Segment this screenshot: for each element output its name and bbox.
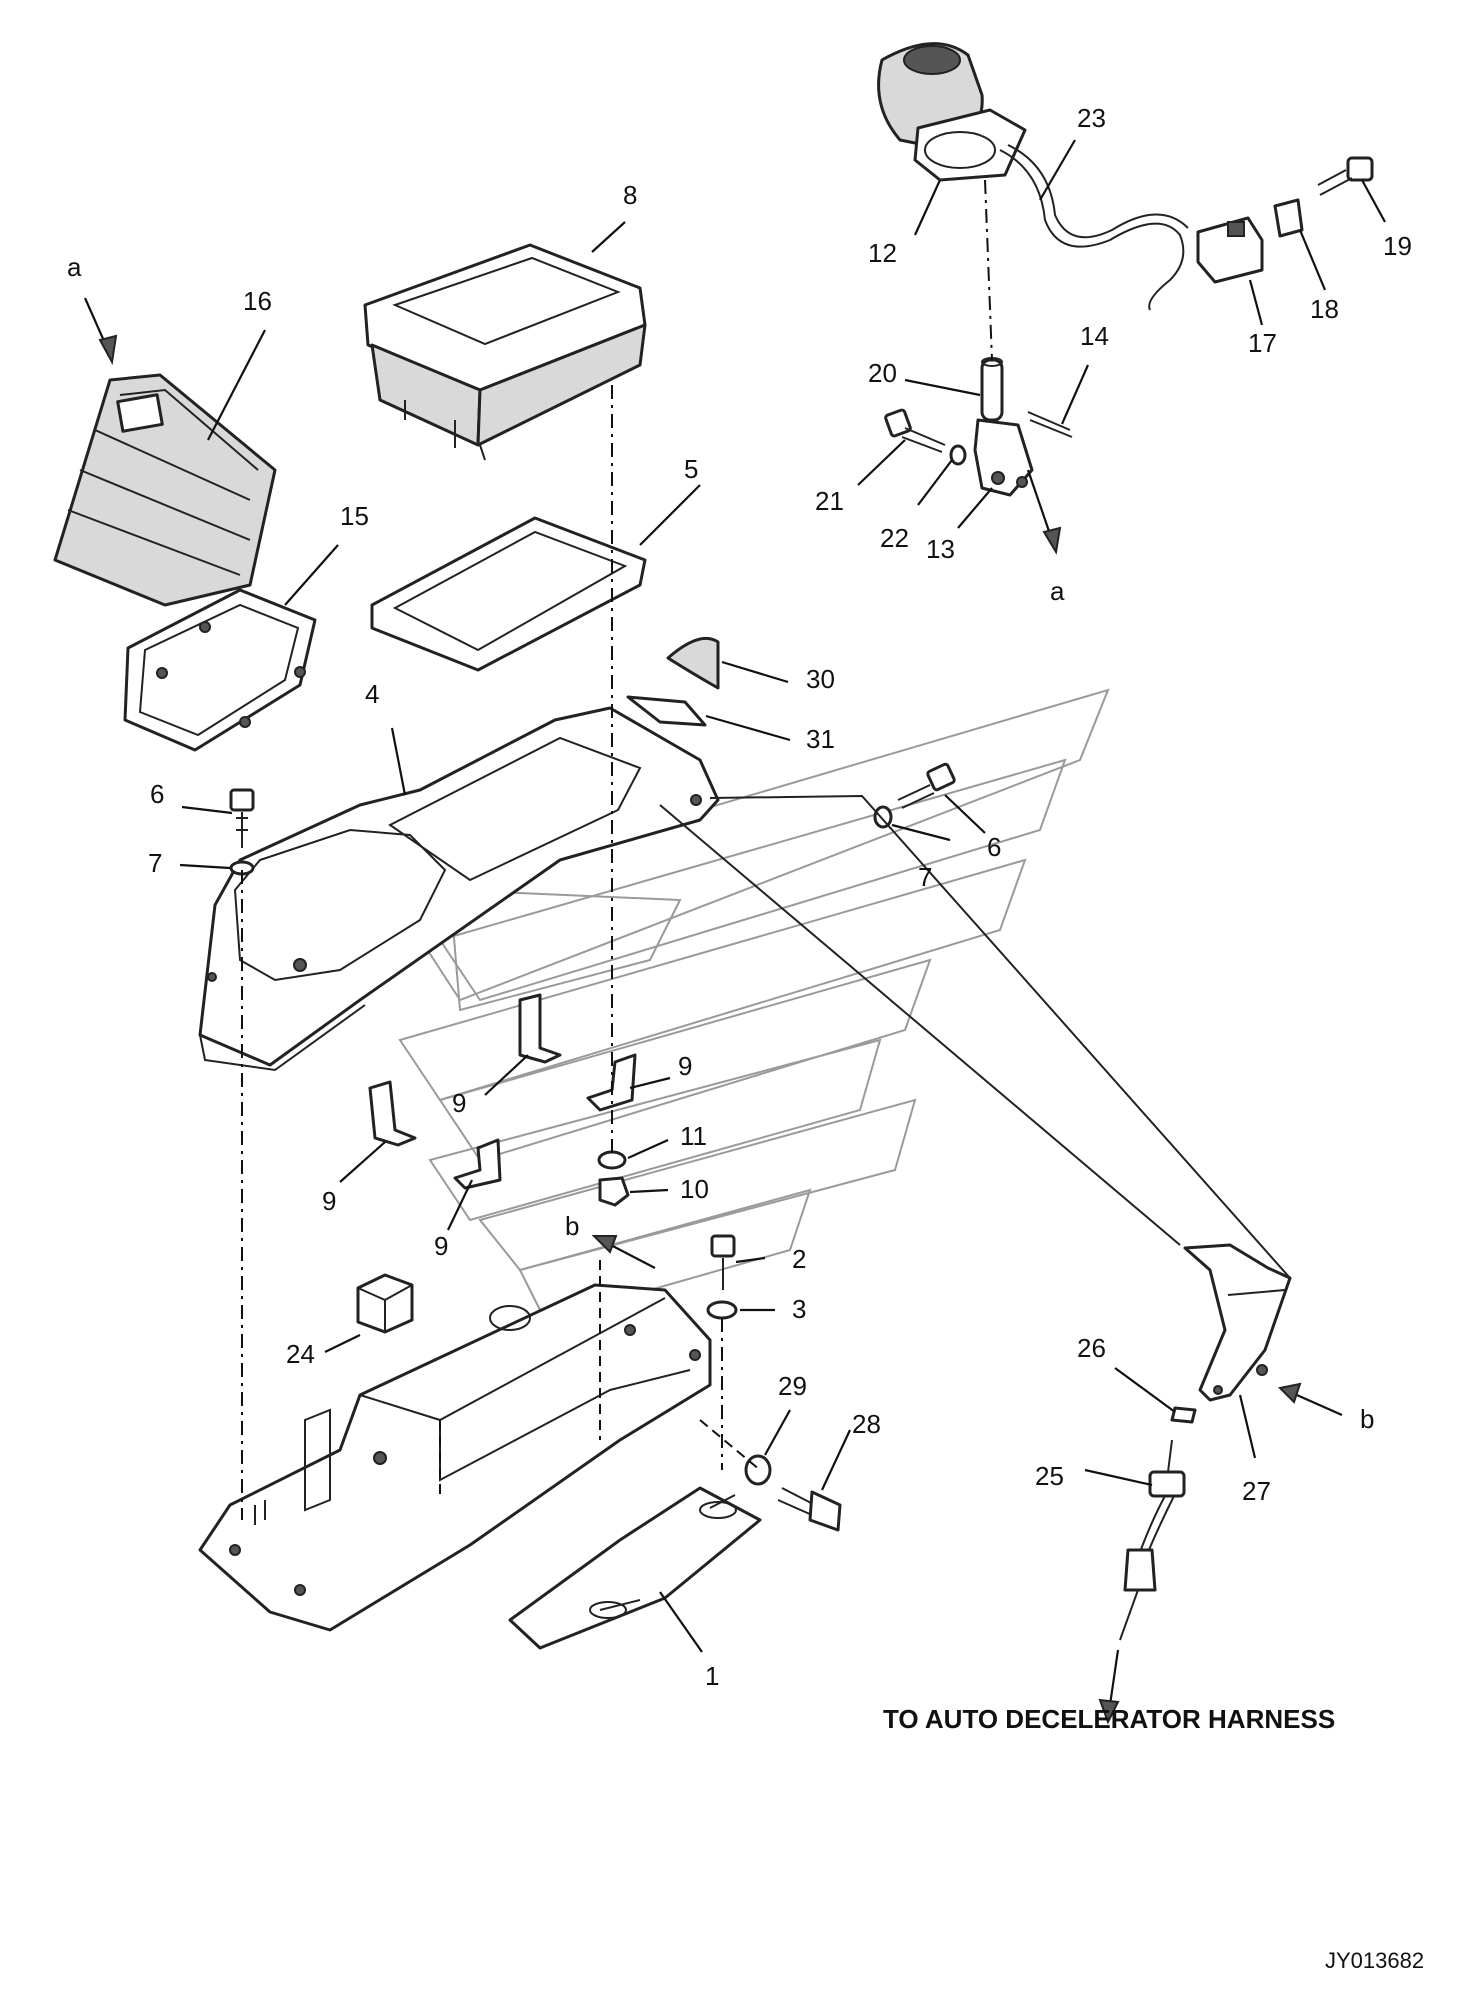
part-31-plate xyxy=(626,695,707,727)
part-10-nut xyxy=(598,1176,630,1207)
drawing-code: JY013682 xyxy=(1325,1948,1424,1973)
part-9-bracket-a xyxy=(518,993,562,1064)
label-part-9-d: 9 xyxy=(434,1231,448,1261)
label-part-28: 28 xyxy=(852,1409,881,1439)
part-30-cover xyxy=(666,637,720,690)
part-15-boot-frame xyxy=(123,588,317,752)
ref-b-base: b xyxy=(565,1211,579,1241)
label-part-5: 5 xyxy=(684,454,698,484)
label-part-23: 23 xyxy=(1077,103,1106,133)
label-part-6-right: 6 xyxy=(987,832,1001,862)
label-part-31: 31 xyxy=(806,724,835,754)
label-part-22: 22 xyxy=(880,523,909,553)
label-part-26: 26 xyxy=(1077,1333,1106,1363)
part-7-washer-right xyxy=(873,805,893,829)
label-part-15: 15 xyxy=(340,501,369,531)
part-28-bolt xyxy=(777,1487,842,1532)
part-27-bracket xyxy=(1183,1243,1292,1402)
label-part-17: 17 xyxy=(1248,328,1277,358)
label-part-9-a: 9 xyxy=(452,1088,466,1118)
part-9-bracket-d xyxy=(453,1138,502,1190)
part-25-switch xyxy=(1119,1439,1186,1641)
label-part-6-left: 6 xyxy=(150,779,164,809)
label-part-27: 27 xyxy=(1242,1476,1271,1506)
label-part-9-c: 9 xyxy=(322,1186,336,1216)
label-part-21: 21 xyxy=(815,486,844,516)
label-part-16: 16 xyxy=(243,286,272,316)
label-part-18: 18 xyxy=(1310,294,1339,324)
label-part-19: 19 xyxy=(1383,231,1412,261)
part-8-monitor xyxy=(363,243,647,461)
ref-b-bracket: b xyxy=(1360,1404,1374,1434)
label-part-12: 12 xyxy=(868,238,897,268)
part-6-bolt-left xyxy=(229,788,255,848)
part-2-bolt xyxy=(710,1234,736,1290)
part-23-harness xyxy=(999,144,1189,311)
part-14-pin xyxy=(1027,411,1073,438)
label-part-7-left: 7 xyxy=(148,848,162,878)
label-part-8: 8 xyxy=(623,180,637,210)
label-part-24: 24 xyxy=(286,1339,315,1369)
watermark-logo xyxy=(393,688,1110,1322)
label-part-20: 20 xyxy=(868,358,897,388)
part-18-cap xyxy=(1273,198,1304,238)
part-13-bracket xyxy=(973,418,1034,497)
part-4-console-cover xyxy=(198,706,720,1072)
label-part-1: 1 xyxy=(705,1661,719,1691)
label-part-11: 11 xyxy=(680,1121,707,1151)
ref-a-lever: a xyxy=(1050,576,1065,606)
label-part-9-b: 9 xyxy=(678,1051,692,1081)
part-22-washer xyxy=(949,444,967,466)
part-29-washer xyxy=(744,1454,772,1486)
label-part-3: 3 xyxy=(792,1294,806,1324)
part-19-bolt xyxy=(1317,156,1374,196)
label-part-13: 13 xyxy=(926,534,955,564)
part-6-bolt-right xyxy=(897,762,956,809)
label-part-30: 30 xyxy=(806,664,835,694)
harness-note: TO AUTO DECELERATOR HARNESS xyxy=(883,1704,1335,1734)
part-20-shaft xyxy=(980,357,1004,422)
part-26-clip xyxy=(1170,1406,1197,1424)
part-3-washer xyxy=(706,1300,738,1320)
label-part-14: 14 xyxy=(1080,321,1109,351)
part-5-monitor-frame xyxy=(370,516,647,672)
part-labels: 1 2 3 4 5 6 6 7 7 8 9 9 9 9 10 11 12 13 … xyxy=(67,103,1412,1691)
label-part-4: 4 xyxy=(365,679,379,709)
assembly-lines xyxy=(241,179,1291,1520)
part-17-connector xyxy=(1196,216,1264,284)
label-part-2: 2 xyxy=(792,1244,806,1274)
label-part-29: 29 xyxy=(778,1371,807,1401)
part-24-relay xyxy=(356,1273,414,1334)
part-12-lever-grip xyxy=(877,42,1027,182)
part-9-bracket-c xyxy=(368,1080,417,1147)
label-part-25: 25 xyxy=(1035,1461,1064,1491)
ref-a-boot: a xyxy=(67,252,82,282)
part-1-console-base xyxy=(198,1283,762,1650)
part-16-lever-boot xyxy=(53,373,277,607)
part-11-washer xyxy=(597,1150,627,1170)
part-21-bolt xyxy=(884,408,946,453)
leader-lines xyxy=(83,139,1386,1725)
label-part-7-right: 7 xyxy=(918,862,932,892)
label-part-10: 10 xyxy=(680,1174,709,1204)
